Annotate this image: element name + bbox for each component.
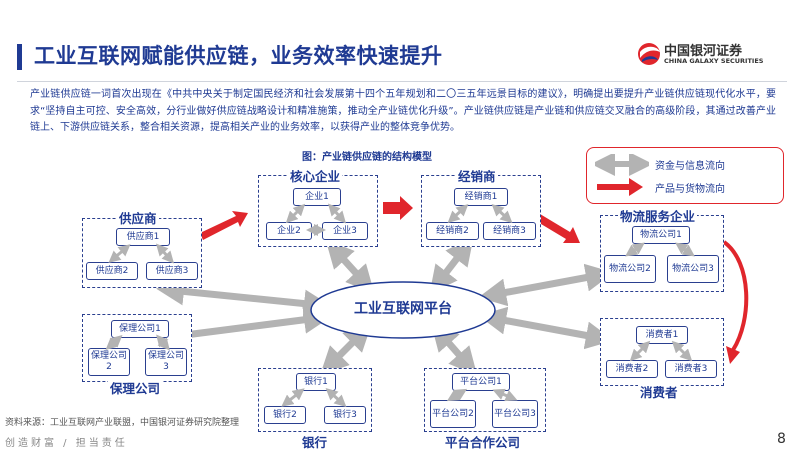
group-dealer-label: 经销商 bbox=[456, 166, 498, 185]
node-bank-1: 银行1 bbox=[296, 373, 336, 391]
logo-text-en: CHINA GALAXY SECURITIES bbox=[664, 57, 764, 65]
figure-title: 图：产业链供应链的结构模型 bbox=[302, 152, 432, 163]
flow-arrow-logistics bbox=[478, 263, 614, 307]
node-bank-2: 银行2 bbox=[264, 406, 306, 424]
flow-arrow-platform bbox=[430, 322, 478, 376]
product-arrow-dealer-logistics bbox=[536, 214, 580, 243]
legend-red-label: 产品与货物流向 bbox=[655, 184, 725, 195]
legend: 资金与信息流向 产品与货物流向 bbox=[586, 147, 784, 204]
group-insurance-label: 保理公司 bbox=[108, 378, 163, 397]
node-platform-3: 平台公司3 bbox=[492, 400, 538, 428]
node-platform-1: 平台公司1 bbox=[452, 373, 510, 391]
node-logistics-3: 物流公司3 bbox=[667, 255, 719, 283]
platform-ellipse bbox=[310, 281, 496, 339]
group-logistics-label: 物流服务企业 bbox=[618, 206, 698, 225]
intro-paragraph: 产业链供应链一词首次出现在《中共中央关于制定国民经济和社会发展第十四个五年规划和… bbox=[30, 89, 776, 133]
node-logistics-1: 物流公司1 bbox=[632, 226, 690, 244]
flow-arrow-dealer bbox=[429, 236, 474, 295]
node-insurance-1: 保理公司1 bbox=[111, 320, 169, 338]
flow-arrow-supplier bbox=[156, 277, 332, 318]
group-platform-label: 平台合作公司 bbox=[443, 432, 523, 451]
footer-slogan: 创造财富 / 担当责任 bbox=[5, 438, 128, 449]
galaxy-logo-icon bbox=[638, 43, 660, 65]
node-platform-2: 平台公司2 bbox=[430, 400, 476, 428]
product-arrow-logistics-consumer bbox=[722, 240, 749, 352]
header-divider bbox=[17, 81, 787, 82]
group-core-label: 核心企业 bbox=[288, 166, 343, 185]
flow-arrow-consumer bbox=[478, 306, 614, 350]
node-insurance-3: 保理公司3 bbox=[145, 348, 187, 376]
product-arrow-supplier-core bbox=[200, 211, 248, 240]
legend-gray-label: 资金与信息流向 bbox=[655, 161, 725, 172]
page-title: 工业互联网赋能供应链，业务效率快速提升 bbox=[34, 44, 443, 68]
node-core-1: 企业1 bbox=[293, 188, 341, 206]
node-consumer-1: 消费者1 bbox=[636, 326, 688, 344]
product-arrow-core-dealer bbox=[383, 196, 413, 220]
source-note: 资料来源：工业互联网产业联盟，中国银河证券研究院整理 bbox=[5, 418, 240, 428]
flow-arrow-core bbox=[325, 239, 375, 294]
flow-arrow-bank bbox=[320, 323, 372, 375]
page-number: 8 bbox=[777, 431, 786, 447]
center-platform-label: 工业互联网平台 bbox=[354, 301, 452, 317]
node-dealer-1: 经销商1 bbox=[454, 188, 508, 206]
title-accent-bar bbox=[17, 44, 22, 70]
group-consumer-label: 消费者 bbox=[638, 382, 680, 401]
group-supplier-label: 供应商 bbox=[117, 208, 159, 227]
legend-arrows bbox=[595, 154, 649, 196]
node-supplier-1: 供应商1 bbox=[116, 228, 170, 246]
group-bank-label: 银行 bbox=[300, 432, 330, 451]
logo-text-cn: 中国银河证券 bbox=[664, 44, 743, 59]
